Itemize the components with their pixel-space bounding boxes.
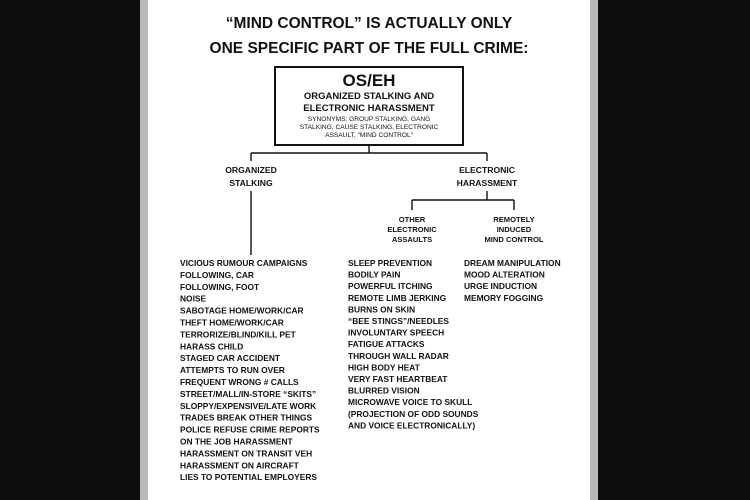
- mind-control-item: DREAM MANIPULATION: [464, 258, 561, 268]
- electronic-harassment-label-1: ELECTRONIC: [459, 165, 515, 175]
- organized-stalking-item: TRADES BREAK OTHER THINGS: [180, 413, 313, 423]
- poster: “MIND CONTROL” IS ACTUALLY ONLY ONE SPEC…: [148, 0, 590, 500]
- electronic-harassment-label-2: HARASSMENT: [457, 178, 518, 188]
- root-node-synonyms-3: ASSAULT, “MIND CONTROL”: [325, 132, 413, 139]
- other-assaults-item: BURNS ON SKIN: [348, 304, 415, 314]
- organized-stalking-item: TERRORIZE/BLIND/KILL PET: [180, 329, 297, 339]
- organized-stalking-item: FREQUENT WRONG # CALLS: [180, 377, 299, 387]
- other-assaults-item: FATIGUE ATTACKS: [348, 339, 425, 349]
- mind-control-label-2: INDUCED: [497, 225, 532, 234]
- mind-control-item: MOOD ALTERATION: [464, 270, 545, 280]
- organized-stalking-item: SLOPPY/EXPENSIVE/LATE WORK: [180, 401, 316, 411]
- other-assaults-item: AND VOICE ELECTRONICALLY): [348, 420, 475, 430]
- other-assaults-item: MICROWAVE VOICE TO SKULL: [348, 397, 472, 407]
- organized-stalking-item: HARASSMENT ON TRANSIT VEH: [180, 448, 312, 458]
- frame-edge-right: [590, 0, 598, 500]
- root-node-synonyms-2: STALKING, CAUSE STALKING, ELECTRONIC: [300, 124, 439, 131]
- mind-control-label-3: MIND CONTROL: [484, 235, 543, 244]
- root-node-subtitle-1: ORGANIZED STALKING AND: [304, 91, 434, 102]
- other-assaults-item: (PROJECTION OF ODD SOUNDS: [348, 409, 479, 419]
- root-node-title: OS/EH: [343, 71, 396, 90]
- other-assaults-label-1: OTHER: [399, 215, 426, 224]
- mind-control-item: MEMORY FOGGING: [464, 293, 543, 303]
- organized-stalking-label-1: ORGANIZED: [225, 165, 277, 175]
- other-assaults-item: HIGH BODY HEAT: [348, 362, 421, 372]
- poster-title-line-1: “MIND CONTROL” IS ACTUALLY ONLY: [226, 15, 513, 32]
- frame-edge-left: [140, 0, 148, 500]
- hierarchy-diagram: “MIND CONTROL” IS ACTUALLY ONLY ONE SPEC…: [180, 15, 561, 482]
- mind-control-item: URGE INDUCTION: [464, 281, 537, 291]
- other-assaults-label-3: ASSAULTS: [392, 235, 432, 244]
- other-assaults-item: SLEEP PREVENTION: [348, 258, 432, 268]
- other-assaults-item: INVOLUNTARY SPEECH: [348, 328, 444, 338]
- organized-stalking-item: ATTEMPTS TO RUN OVER: [180, 365, 285, 375]
- organized-stalking-item: HARASS CHILD: [180, 341, 243, 351]
- root-node-synonyms-1: SYNONYMS: GROUP STALKING, GANG: [308, 116, 431, 123]
- other-assaults-item: BLURRED VISION: [348, 386, 420, 396]
- organized-stalking-list: VICIOUS RUMOUR CAMPAIGNS FOLLOWING, CAR FO…: [180, 258, 320, 482]
- other-assaults-item: REMOTE LIMB JERKING: [348, 293, 446, 303]
- organized-stalking-item: FOLLOWING, CAR: [180, 270, 254, 280]
- poster-title-line-2: ONE SPECIFIC PART OF THE FULL CRIME:: [210, 40, 529, 57]
- organized-stalking-item: POLICE REFUSE CRIME REPORTS: [180, 425, 320, 435]
- organized-stalking-item: NOISE: [180, 294, 206, 304]
- connector-lines: [250, 145, 515, 255]
- organized-stalking-item: VICIOUS RUMOUR CAMPAIGNS: [180, 258, 308, 268]
- organized-stalking-item: SABOTAGE HOME/WORK/CAR: [180, 306, 304, 316]
- other-assaults-item: VERY FAST HEARTBEAT: [348, 374, 448, 384]
- organized-stalking-item: STAGED CAR ACCIDENT: [180, 353, 281, 363]
- other-assaults-item: BODILY PAIN: [348, 270, 400, 280]
- other-assaults-item: “BEE STINGS”/NEEDLES: [348, 316, 449, 326]
- organized-stalking-item: THEFT HOME/WORK/CAR: [180, 318, 284, 328]
- root-node-box: [274, 66, 464, 146]
- root-node-subtitle-2: ELECTRONIC HARASSMENT: [303, 103, 435, 114]
- organized-stalking-item: HARASSMENT ON AIRCRAFT: [180, 460, 300, 470]
- organized-stalking-item: FOLLOWING, FOOT: [180, 282, 260, 292]
- other-assaults-label-2: ELECTRONIC: [387, 225, 437, 234]
- organized-stalking-item: STREET/MALL/IN-STORE “SKITS”: [180, 389, 316, 399]
- other-assaults-item: POWERFUL ITCHING: [348, 281, 433, 291]
- mind-control-label-1: REMOTELY: [493, 215, 535, 224]
- other-assaults-item: THROUGH WALL RADAR: [348, 351, 449, 361]
- organized-stalking-item: ON THE JOB HARASSMENT: [180, 437, 293, 447]
- organized-stalking-label-2: STALKING: [229, 178, 273, 188]
- organized-stalking-item: LIES TO POTENTIAL EMPLOYERS: [180, 472, 317, 482]
